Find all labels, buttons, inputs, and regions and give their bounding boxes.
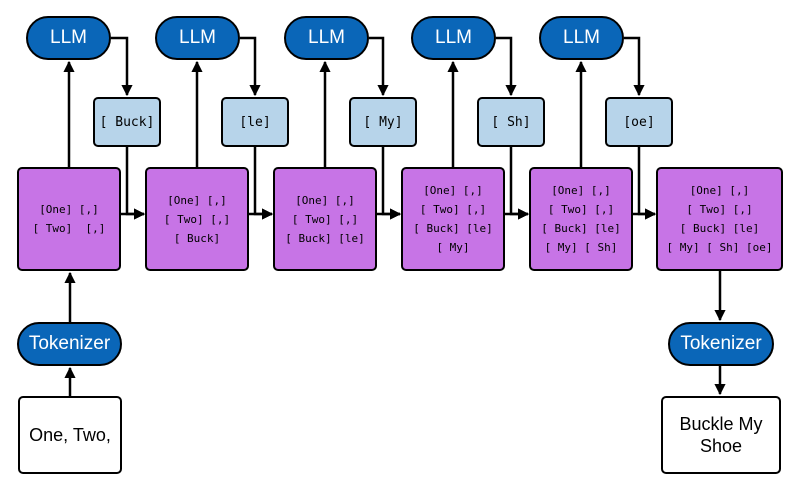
token-sequence-box: [One] [,] [ Two] [,] [ Buck] [le] [ My]: [401, 167, 505, 271]
token-box: [ My]: [349, 97, 417, 147]
sequence-line: [One] [,]: [39, 203, 99, 216]
sequence-line: [ Buck] [le]: [679, 222, 760, 235]
sequence-line: [ Two] [,]: [32, 222, 106, 235]
llm-to-token-arrow: [111, 36, 133, 97]
llm-node: LLM: [26, 16, 111, 60]
sequence-line: [One] [,]: [689, 184, 750, 197]
sequence-line: [ My] [ Sh] [oe]: [666, 241, 773, 254]
sequence-line: [ Buck]: [173, 231, 221, 245]
llm-to-token-arrow: [369, 36, 389, 97]
sequence-line: [One] [,]: [167, 193, 227, 207]
token-sequence-box: [One] [,] [ Two] [,] [ Buck] [le] [ My] …: [656, 167, 783, 271]
token-sequence-box: [One] [,] [ Two] [,] [ Buck] [le]: [273, 167, 377, 271]
sequence-line: [ Two] [,]: [419, 203, 487, 216]
sequence-line: [ Two] [,]: [686, 203, 753, 216]
token-to-sequence-arrow: [253, 147, 274, 220]
token-box: [ Sh]: [477, 97, 545, 147]
sequence-line: [ Buck] [le]: [285, 231, 365, 245]
output-text-line: Shoe: [699, 436, 743, 456]
llm-to-token-arrow: [624, 36, 645, 97]
llm-to-token-arrow: [496, 36, 517, 97]
token-to-sequence-arrow: [125, 147, 146, 220]
output-text-box: Buckle My Shoe: [661, 396, 781, 474]
sequence-line: [ Buck] [le]: [413, 222, 493, 235]
llm-node: LLM: [539, 16, 624, 60]
input-text-box: One, Two,: [18, 396, 122, 474]
token-sequence-box: [One] [,] [ Two] [,] [ Buck]: [145, 167, 249, 271]
tokenizer-node: Tokenizer: [668, 322, 774, 366]
sequence-line: [ Two] [,]: [163, 212, 231, 226]
token-to-sequence-arrow: [509, 147, 530, 220]
token-sequence-box: [One] [,] [ Two] [,]: [17, 167, 121, 271]
llm-node: LLM: [155, 16, 240, 60]
sequence-line: [ Two] [,]: [291, 212, 359, 226]
output-text-line: Buckle My: [679, 414, 763, 434]
sequence-line: [One] [,]: [295, 193, 355, 207]
token-box: [oe]: [605, 97, 673, 147]
token-box: [ Buck]: [93, 97, 161, 147]
llm-to-token-arrow: [240, 36, 261, 97]
input-text: One, Two,: [29, 425, 111, 445]
tokenizer-node: Tokenizer: [17, 322, 122, 366]
sequence-line: [ Two] [,]: [547, 203, 615, 216]
llm-node: LLM: [411, 16, 496, 60]
sequence-line: [ My] [ Sh]: [544, 241, 618, 254]
sequence-line: [One] [,]: [551, 184, 611, 197]
sequence-line: [ My]: [436, 241, 470, 254]
sequence-line: [ Buck] [le]: [541, 222, 621, 235]
token-to-sequence-arrow: [381, 147, 402, 220]
token-box: [le]: [221, 97, 289, 147]
token-to-sequence-arrow: [637, 147, 657, 220]
sequence-line: [One] [,]: [423, 184, 483, 197]
llm-node: LLM: [284, 16, 369, 60]
token-sequence-box: [One] [,] [ Two] [,] [ Buck] [le] [ My] …: [529, 167, 633, 271]
